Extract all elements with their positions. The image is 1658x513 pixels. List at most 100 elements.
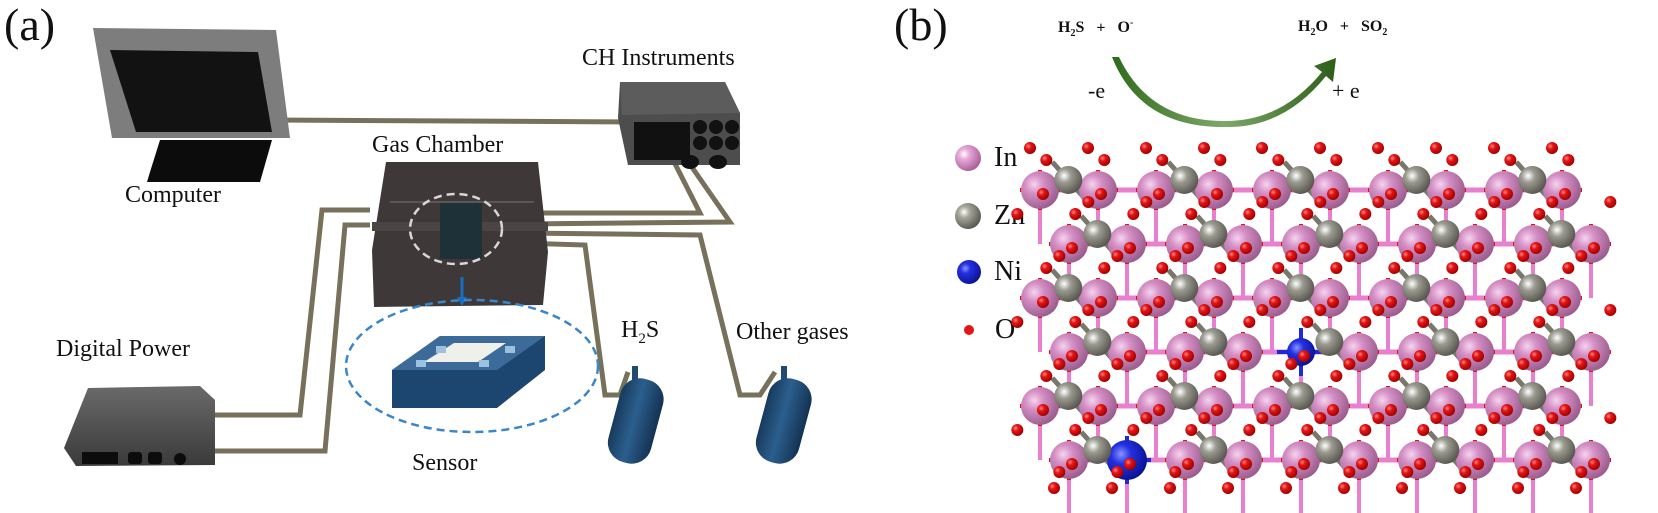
gas-chamber-icon	[372, 162, 548, 307]
o-atom	[1475, 424, 1488, 436]
o-atom	[1443, 404, 1455, 416]
o-atom	[1343, 250, 1356, 262]
electron-transfer-arrow	[1112, 57, 1336, 128]
o-atom	[1475, 316, 1488, 328]
legend-item-zn: Zn	[954, 200, 1025, 232]
o-atom	[1240, 350, 1252, 362]
o-atom	[1446, 262, 1459, 274]
o-atom	[1182, 350, 1194, 362]
digital-power-label: Digital Power	[56, 336, 190, 362]
in-atom	[1340, 441, 1378, 479]
other-gases-label: Other gases	[736, 319, 849, 345]
o-atom	[1314, 304, 1327, 316]
in-atom	[1543, 279, 1581, 317]
in-atom	[1485, 171, 1523, 209]
o-atom	[1182, 458, 1194, 470]
o-atom	[1127, 316, 1140, 328]
o-atom	[1066, 350, 1078, 362]
o-atom	[1082, 196, 1095, 208]
digital-power-icon	[64, 386, 215, 466]
bond	[1559, 340, 1580, 362]
o-atom	[1301, 316, 1314, 328]
bond	[1559, 448, 1580, 470]
o-atom	[1182, 242, 1194, 254]
o-atom	[1314, 412, 1327, 424]
o-atom	[1111, 466, 1124, 478]
legend-item-ni: Ni	[956, 256, 1022, 288]
o-atom	[1356, 458, 1368, 470]
bond	[1311, 430, 1332, 452]
o-atom	[1314, 142, 1326, 154]
o-atom	[1066, 458, 1078, 470]
o-atom	[1546, 142, 1558, 154]
o-atom	[1546, 412, 1559, 424]
o-atom	[1222, 482, 1234, 494]
o-atom	[1559, 296, 1571, 308]
o-atom	[1211, 188, 1223, 200]
ch-instruments-label: CH Instruments	[582, 45, 735, 71]
o-atom	[1272, 154, 1285, 166]
o-atom	[1517, 358, 1530, 370]
o-atom	[1211, 404, 1223, 416]
o-atom	[1604, 412, 1617, 424]
bond	[1166, 376, 1187, 398]
legend-label-zn: Zn	[994, 200, 1026, 231]
o-atom	[1517, 466, 1530, 478]
h2s-label: H2S	[621, 318, 659, 347]
in-atom	[1514, 333, 1552, 371]
o-atom	[1185, 424, 1198, 436]
legend-item-in: In	[954, 142, 1017, 174]
o-atom	[1256, 142, 1268, 154]
o-atom	[1401, 250, 1414, 262]
o-atom	[1298, 242, 1310, 254]
bond	[1050, 160, 1071, 182]
bond	[1327, 448, 1348, 470]
o-atom	[1488, 196, 1501, 208]
zn-atom	[1286, 382, 1315, 410]
in-atom	[1543, 387, 1581, 425]
bond	[1079, 430, 1100, 452]
o-atom	[1343, 358, 1356, 370]
o-atom	[1501, 188, 1513, 200]
o-atom	[1575, 466, 1588, 478]
panel-a-label: (a)	[4, 0, 56, 50]
o-atom	[1256, 196, 1269, 208]
o-atom	[1356, 242, 1368, 254]
zn-atom	[1547, 220, 1576, 248]
bonds	[1020, 160, 1611, 513]
bond	[1182, 286, 1203, 308]
zn-atom	[1083, 436, 1112, 464]
in-atom	[1166, 441, 1204, 479]
o-atom	[1066, 242, 1078, 254]
in-atom	[1369, 387, 1407, 425]
o-atom	[1243, 424, 1256, 436]
in-atom	[1137, 279, 1175, 317]
in-atom	[1137, 171, 1175, 209]
o-atom	[1243, 208, 1256, 220]
in-atom	[1079, 387, 1117, 425]
bond	[1195, 322, 1216, 344]
tube-chamber-h2s	[519, 240, 631, 398]
bond	[1166, 268, 1187, 290]
o-atom	[1401, 358, 1414, 370]
o-atom	[1588, 458, 1600, 470]
in-atom	[1398, 333, 1436, 371]
o-atom	[1048, 482, 1060, 494]
bond	[1066, 286, 1087, 308]
in-atom	[1253, 171, 1291, 209]
o-atom	[1140, 412, 1153, 424]
in-atom	[1543, 171, 1581, 209]
o-atom	[1185, 316, 1198, 328]
zn-atom	[1083, 328, 1112, 356]
in-atom	[1050, 225, 1088, 263]
o-atom	[1124, 458, 1136, 470]
o-atom	[1459, 358, 1472, 370]
o-atom	[1546, 196, 1559, 208]
in-atom	[1311, 279, 1349, 317]
zn-atom	[1315, 436, 1344, 464]
o-atom	[1040, 262, 1053, 274]
o-atom	[1198, 412, 1211, 424]
o-atom	[1227, 250, 1240, 262]
o-atom	[1211, 296, 1223, 308]
bond	[1298, 178, 1319, 200]
